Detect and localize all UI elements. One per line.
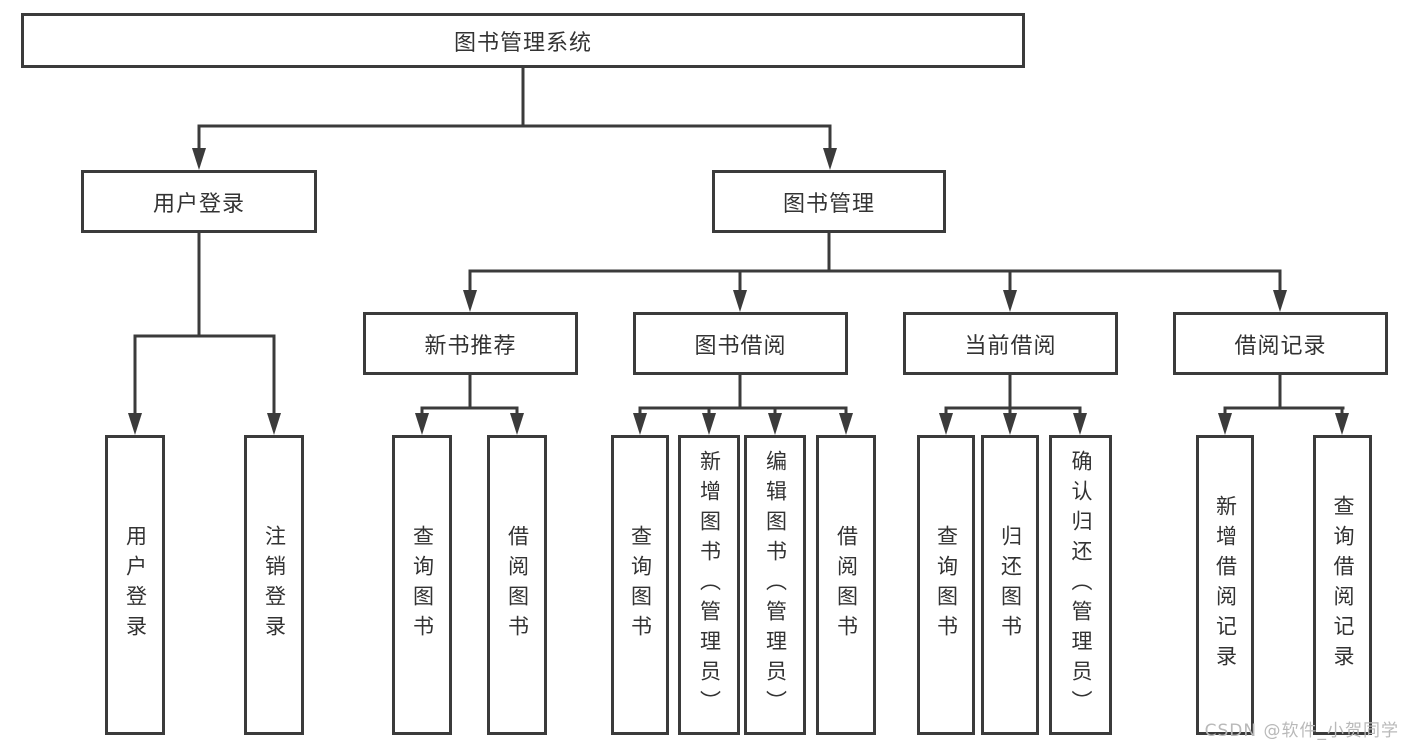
leaf-query-borrow-record-label: 查询借阅记录: [1331, 495, 1355, 675]
node-new-book-recommend: 新书推荐: [363, 312, 578, 375]
leaf-logout-label: 注销登录: [262, 525, 287, 645]
leaf-return-book-label: 归还图书: [998, 525, 1023, 645]
node-book-management-label: 图书管理: [782, 191, 875, 217]
node-book-borrow: 图书借阅: [633, 312, 848, 375]
leaf-borrow-book-under-recommend: 借阅图书: [487, 435, 547, 735]
node-new-book-recommend-label: 新书推荐: [424, 333, 517, 359]
leaf-logout: 注销登录: [244, 435, 304, 735]
node-root: 图书管理系统: [21, 13, 1025, 68]
leaf-add-borrow-record: 新增借阅记录: [1196, 435, 1254, 735]
node-borrow-record: 借阅记录: [1173, 312, 1388, 375]
node-borrow-record-label: 借阅记录: [1234, 333, 1327, 359]
leaf-edit-book-admin: 编辑图书（管理员）: [744, 435, 806, 735]
leaf-add-book-admin: 新增图书（管理员）: [678, 435, 740, 735]
leaf-add-book-admin-label: 新增图书（管理员）: [697, 450, 722, 720]
connector-book-mgmt-split: [463, 233, 1287, 312]
leaf-borrow-book-under-borrow: 借阅图书: [816, 435, 876, 735]
leaf-query-book-under-borrow: 查询图书: [611, 435, 669, 735]
leaf-query-book-under-recommend-label: 查询图书: [410, 525, 435, 645]
leaf-query-book-under-current: 查询图书: [917, 435, 975, 735]
leaf-query-book-under-recommend: 查询图书: [392, 435, 452, 735]
leaf-return-book: 归还图书: [981, 435, 1039, 735]
connector-user-login-split: [128, 233, 281, 435]
connector-borrow-record-split: [1218, 375, 1349, 435]
leaf-confirm-return-admin-label: 确认归还（管理员）: [1069, 450, 1093, 720]
leaf-edit-book-admin-label: 编辑图书（管理员）: [763, 450, 788, 720]
connector-root-split: [192, 68, 837, 170]
leaf-query-book-under-current-label: 查询图书: [934, 525, 959, 645]
connector-current-borrow-split: [939, 375, 1087, 435]
leaf-add-borrow-record-label: 新增借阅记录: [1213, 495, 1238, 675]
node-root-label: 图书管理系统: [453, 30, 592, 56]
leaf-borrow-book-under-borrow-label: 借阅图书: [834, 525, 859, 645]
csdn-watermark: CSDN @软件_小贺同学: [1204, 721, 1399, 741]
leaf-user-login-label: 用户登录: [123, 525, 148, 645]
connector-book-borrow-split: [633, 375, 853, 435]
node-current-borrow-label: 当前借阅: [964, 333, 1057, 359]
leaf-user-login: 用户登录: [105, 435, 165, 735]
node-current-borrow: 当前借阅: [903, 312, 1118, 375]
leaf-borrow-book-under-recommend-label: 借阅图书: [505, 525, 530, 645]
node-book-management: 图书管理: [712, 170, 946, 233]
leaf-query-borrow-record: 查询借阅记录: [1313, 435, 1372, 735]
node-book-borrow-label: 图书借阅: [694, 333, 787, 359]
connector-new-book-rec-split: [415, 375, 524, 435]
node-user-login-label: 用户登录: [152, 191, 245, 217]
leaf-confirm-return-admin: 确认归还（管理员）: [1049, 435, 1112, 735]
leaf-query-book-under-borrow-label: 查询图书: [628, 525, 653, 645]
node-user-login: 用户登录: [81, 170, 317, 233]
